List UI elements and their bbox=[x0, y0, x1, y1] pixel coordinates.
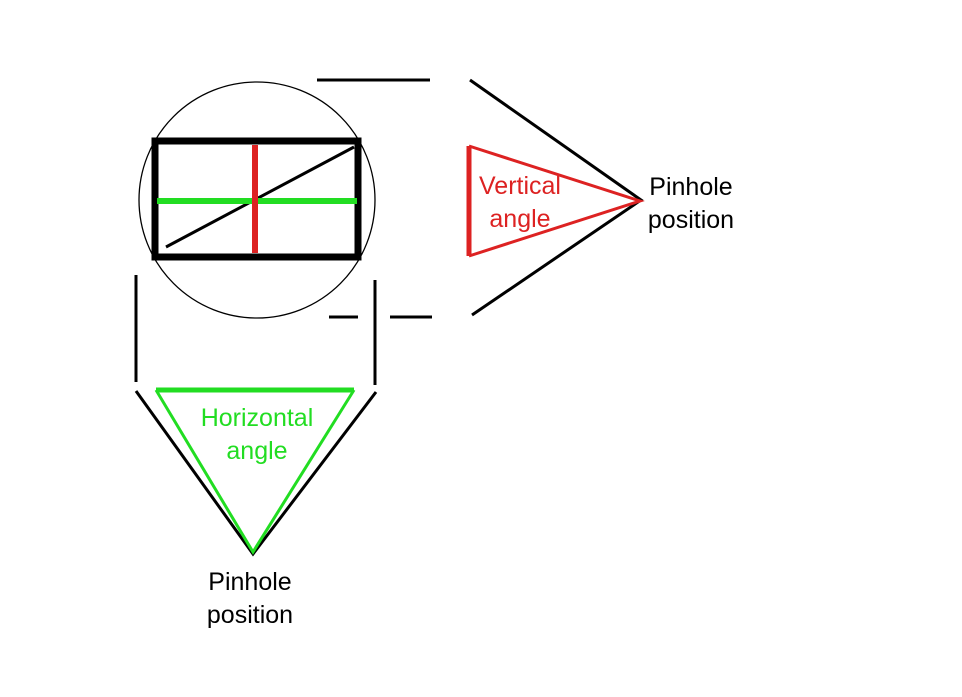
vertical-angle-label-line2: angle bbox=[489, 205, 550, 233]
pinhole-bottom-label-line1: Pinhole bbox=[208, 568, 291, 596]
sensor-rectangle bbox=[151, 137, 362, 261]
horizontal-angle-triangle bbox=[154, 389, 356, 555]
pinhole-right-label-line1: Pinhole bbox=[649, 173, 732, 201]
horizontal-angle-label-line2: angle bbox=[226, 437, 287, 465]
horizontal-angle-label-line1: Horizontal bbox=[201, 404, 314, 432]
pinhole-right-label-line2: position bbox=[648, 206, 734, 234]
pinhole-bottom-label-line2: position bbox=[207, 601, 293, 629]
sensor-diagonal bbox=[165, 145, 355, 249]
vertical-angle-triangle bbox=[468, 144, 645, 258]
vertical-angle-label-line1: Vertical bbox=[479, 172, 561, 200]
image-circle bbox=[138, 81, 376, 319]
